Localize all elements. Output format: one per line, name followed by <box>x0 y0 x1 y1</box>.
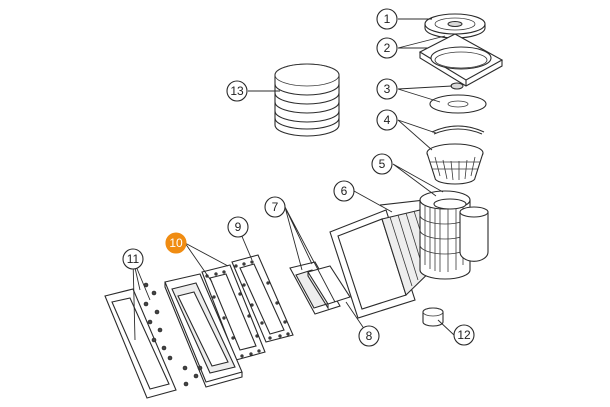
callout-13: 13 <box>226 80 248 102</box>
part-plate <box>429 82 487 114</box>
svg-text:10: 10 <box>169 236 183 250</box>
part-cylinder <box>274 63 340 137</box>
callout-2: 2 <box>376 37 398 59</box>
svg-text:11: 11 <box>127 252 140 266</box>
svg-text:3: 3 <box>384 82 391 96</box>
part-top-frame <box>418 33 504 87</box>
svg-text:4: 4 <box>384 113 391 127</box>
callout-8: 8 <box>358 325 380 347</box>
svg-text:7: 7 <box>272 200 279 214</box>
callout-1: 1 <box>376 8 398 30</box>
svg-text:5: 5 <box>379 157 386 171</box>
part-gasket-10 <box>201 264 266 361</box>
callout-4: 4 <box>376 109 398 131</box>
part-face-plate <box>164 273 243 388</box>
svg-text:12: 12 <box>457 328 471 342</box>
svg-text:1: 1 <box>384 12 391 26</box>
part-lid <box>424 13 486 39</box>
part-skimmer-body <box>329 190 489 319</box>
callout-3: 3 <box>376 78 398 100</box>
callout-10: 10 <box>165 232 187 254</box>
callout-5: 5 <box>371 153 393 175</box>
svg-text:8: 8 <box>366 329 373 343</box>
callout-7: 7 <box>264 196 286 218</box>
svg-text:6: 6 <box>341 184 348 198</box>
part-flap-plates <box>289 261 351 315</box>
callout-9: 9 <box>227 216 249 238</box>
screws-row <box>143 282 203 387</box>
part-basket <box>426 125 485 185</box>
part-plug <box>422 307 444 327</box>
svg-text:9: 9 <box>235 220 242 234</box>
callout-6: 6 <box>333 180 355 202</box>
part-gasket-9 <box>231 254 294 343</box>
callout-11: 11 <box>122 248 144 270</box>
svg-text:13: 13 <box>230 84 244 98</box>
callout-12: 12 <box>453 324 475 346</box>
svg-text:2: 2 <box>384 41 391 55</box>
part-outer-frame <box>104 282 203 399</box>
